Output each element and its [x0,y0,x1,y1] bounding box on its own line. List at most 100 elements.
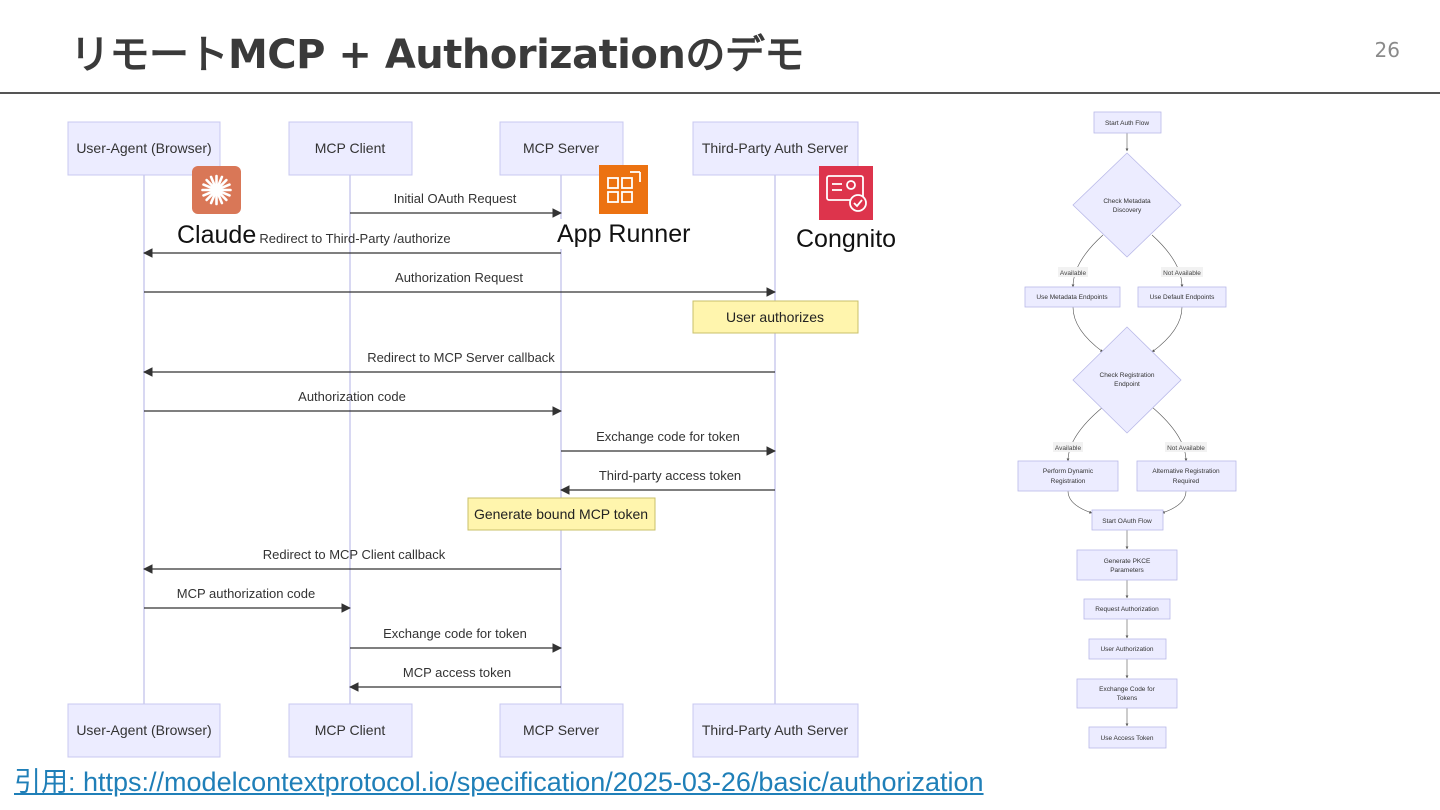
flow-node-generate-pkce: Generate PKCE Parameters [1076,549,1178,581]
svg-text:Check Registration: Check Registration [1100,372,1155,379]
svg-text:Endpoint: Endpoint [1114,381,1140,388]
svg-text:Third-party access token: Third-party access token [599,468,741,483]
flow-node-start-oauth: Start OAuth Flow [1091,509,1164,531]
participant-mcp-client-bottom: MCP Client [288,703,413,758]
svg-text:Not Available: Not Available [1167,445,1205,452]
svg-text:Request Authorization: Request Authorization [1095,606,1159,613]
cognito-icon [819,166,873,220]
svg-text:Redirect to Third-Party /autho: Redirect to Third-Party /authorize [259,231,450,246]
svg-text:MCP authorization code: MCP authorization code [177,586,316,601]
note-generate-bound-token: Generate bound MCP token [467,497,656,531]
svg-text:Discovery: Discovery [1113,207,1142,214]
svg-text:Parameters: Parameters [1110,567,1144,574]
svg-text:Use Default Endpoints: Use Default Endpoints [1150,294,1215,301]
message-redirect-server-callback: Redirect to MCP Server callback [143,350,775,377]
message-authorization-code: Authorization code [144,389,562,416]
participant-label: MCP Client [315,722,386,738]
flow-edge [1066,406,1104,462]
svg-text:MCP access token: MCP access token [403,665,511,680]
svg-text:Registration: Registration [1051,478,1086,485]
flow-node-exchange-code: Exchange Code for Tokens [1076,678,1178,709]
svg-text:Tokens: Tokens [1117,695,1138,702]
message-mcp-access-token: MCP access token [349,665,561,692]
svg-text:Authorization code: Authorization code [298,389,406,404]
note-user-authorizes: User authorizes [692,300,859,334]
svg-text:Alternative Registration: Alternative Registration [1152,468,1220,475]
svg-text:Start OAuth Flow: Start OAuth Flow [1102,518,1152,525]
message-third-party-access-token: Third-party access token [560,468,775,495]
claude-logo: Claude [176,166,256,249]
message-initial-oauth-request: Initial OAuth Request [350,191,562,218]
page-number: 26 [1374,38,1400,62]
svg-text:Generate PKCE: Generate PKCE [1104,558,1151,565]
cognito-logo: Congnito [796,166,896,253]
flow-edge [1151,406,1188,462]
flow-edge [1067,490,1093,514]
flow-node-start-auth: Start Auth Flow [1093,111,1162,134]
svg-text:Available: Available [1055,445,1082,452]
flow-edge [1151,234,1184,288]
participant-user-agent-bottom: User-Agent (Browser) [67,703,221,758]
participant-mcp-server-bottom: MCP Server [499,703,624,758]
flow-node-user-authorization: User Authorization [1088,638,1167,660]
svg-text:Redirect to MCP Client callbac: Redirect to MCP Client callback [263,547,446,562]
flow-edge [1161,490,1187,514]
participant-label: MCP Server [523,140,599,156]
svg-text:Required: Required [1173,478,1200,485]
flow-edge [1071,234,1104,288]
flow-node-use-access-token: Use Access Token [1088,726,1167,749]
participant-user-agent-top: User-Agent (Browser) [67,121,221,176]
participant-label: User-Agent (Browser) [76,140,211,156]
message-exchange-code-mcp: Exchange code for token [350,626,562,653]
message-redirect-authorize: Redirect to Third-Party /authorize [143,231,561,258]
participant-label: User-Agent (Browser) [76,722,211,738]
flow-node-use-metadata: Use Metadata Endpoints [1024,286,1121,308]
message-exchange-code-third-party: Exchange code for token [561,429,776,456]
svg-text:Authorization Request: Authorization Request [395,270,523,285]
claude-wordmark: Claude [177,221,256,249]
svg-text:Exchange Code for: Exchange Code for [1099,686,1155,693]
slide-title: リモートMCP + Authorizationのデモ [70,32,804,78]
svg-text:User Authorization: User Authorization [1100,646,1153,653]
svg-text:Generate bound MCP token: Generate bound MCP token [474,506,648,522]
svg-text:Use Metadata Endpoints: Use Metadata Endpoints [1036,294,1108,301]
cognito-wordmark: Congnito [796,225,896,253]
svg-text:Exchange code for token: Exchange code for token [383,626,527,641]
flow-edge [1072,306,1104,353]
svg-text:Exchange code for token: Exchange code for token [596,429,740,444]
participant-label: MCP Client [315,140,386,156]
flow-node-check-metadata: Check Metadata Discovery [1072,152,1182,258]
flow-edge-label-not-available: Not Available [1161,267,1203,277]
message-redirect-client-callback: Redirect to MCP Client callback [143,547,561,574]
flow-node-use-default: Use Default Endpoints [1137,286,1227,308]
participant-auth-server-bottom: Third-Party Auth Server [692,703,859,758]
flow-node-check-registration: Check Registration Endpoint [1072,326,1182,434]
svg-text:Not Available: Not Available [1163,270,1201,277]
participant-label: MCP Server [523,722,599,738]
message-mcp-authorization-code: MCP authorization code [144,586,351,613]
participant-mcp-client-top: MCP Client [288,121,413,176]
app-runner-logo: App Runner [556,165,692,249]
flow-edge-label-available: Available [1058,267,1088,277]
flow-edge-label-not-available: Not Available [1165,442,1207,452]
flow-node-request-authorization: Request Authorization [1083,598,1171,620]
svg-text:Check Metadata: Check Metadata [1103,198,1151,205]
svg-text:Available: Available [1060,270,1087,277]
participant-label: Third-Party Auth Server [702,722,849,738]
svg-text:Perform Dynamic: Perform Dynamic [1043,468,1094,475]
flow-edge [1151,306,1183,353]
svg-text:Initial OAuth Request: Initial OAuth Request [394,191,517,206]
citation-link[interactable]: 引用: https://modelcontextprotocol.io/spec… [14,767,984,797]
flow-node-dynamic-registration: Perform Dynamic Registration [1017,460,1119,492]
participant-label: Third-Party Auth Server [702,140,849,156]
app-runner-wordmark: App Runner [557,220,690,248]
message-authorization-request: Authorization Request [144,270,776,297]
svg-text:Use Access Token: Use Access Token [1101,735,1154,742]
svg-text:Redirect to MCP Server callbac: Redirect to MCP Server callback [367,350,555,365]
svg-text:Start Auth Flow: Start Auth Flow [1105,120,1149,127]
title-divider [0,92,1440,94]
flow-node-alternative-registration: Alternative Registration Required [1136,460,1237,492]
flow-edge-label-available: Available [1053,442,1083,452]
